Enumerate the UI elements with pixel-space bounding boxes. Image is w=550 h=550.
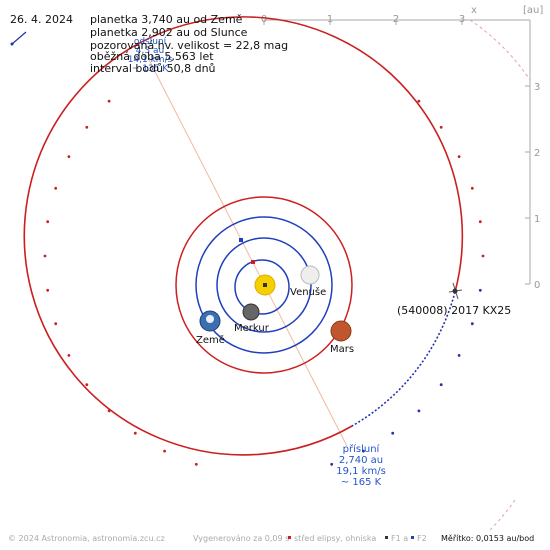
mercury-label: Merkur bbox=[234, 323, 270, 334]
asteroid-position-dot bbox=[470, 322, 474, 326]
header-line-3: pozorovaná hv. velikost = 22,8 mag bbox=[90, 39, 288, 52]
asteroid-orbit-near bbox=[351, 291, 456, 427]
asteroid-orbit-faint bbox=[469, 19, 531, 81]
asteroid-position-dot bbox=[417, 409, 421, 413]
venus-orbit bbox=[216, 237, 312, 333]
x-tick-3: 3 bbox=[459, 14, 465, 25]
asteroid-position-dot bbox=[107, 409, 111, 413]
earth-orbit bbox=[195, 216, 333, 354]
asteroid-position-dot bbox=[133, 431, 137, 435]
aphelion-title: odsluní bbox=[134, 37, 167, 47]
asteroid-position-dot bbox=[417, 99, 421, 103]
asteroid-position-dot bbox=[85, 125, 89, 129]
aphelion-distance: 4,3 au bbox=[136, 46, 164, 56]
mercury-icon bbox=[242, 303, 260, 321]
ellipse-center-marker bbox=[251, 260, 255, 264]
asteroid-position-dot bbox=[85, 383, 89, 387]
asteroid-position-dot bbox=[163, 449, 167, 453]
y-tick-0: 0 bbox=[534, 280, 540, 291]
center-legend-marker bbox=[288, 536, 291, 539]
asteroid-position-dot bbox=[439, 125, 443, 129]
header-line-2: planetka 2,902 au od Slunce bbox=[90, 26, 248, 39]
asteroid-position-dot bbox=[46, 288, 50, 292]
asteroid-position-dot bbox=[457, 155, 461, 159]
perihelion-temp: ~ 165 K bbox=[341, 477, 382, 488]
y-tick-2: 2 bbox=[534, 148, 540, 159]
asteroid-position-dot bbox=[391, 431, 395, 435]
venus-label: Venuše bbox=[290, 286, 326, 298]
asteroid-position-dot bbox=[43, 254, 47, 258]
mars-orbit bbox=[175, 196, 353, 374]
apsidal-line bbox=[147, 57, 348, 447]
axes: 0 1 2 3 x [au] 3 2 1 0 bbox=[261, 5, 544, 291]
aphelion-speed: 14,1 km/s bbox=[128, 55, 173, 65]
asteroid-orbit-far bbox=[23, 16, 464, 456]
asteroid-position-dot bbox=[439, 383, 443, 387]
perihelion-distance: 2,740 au bbox=[339, 455, 383, 466]
asteroid-icon bbox=[448, 282, 463, 300]
date-label: 26. 4. 2024 bbox=[10, 13, 73, 26]
earth-cloud bbox=[206, 315, 214, 323]
earth-label: Země bbox=[196, 334, 225, 346]
x-axis-ticks bbox=[263, 20, 463, 25]
header-line-4: oběžná doba 5,563 let bbox=[90, 50, 214, 63]
sun-focus-marker bbox=[263, 283, 267, 287]
asteroid-position-dot bbox=[107, 99, 111, 103]
asteroid-position-dot bbox=[362, 449, 365, 453]
asteroid-orbit-faint-lower bbox=[489, 499, 516, 531]
f2-legend-marker bbox=[411, 536, 414, 539]
y-tick-3: 3 bbox=[534, 82, 540, 93]
footer-copyright: © 2024 Astronomia, astronomia.zcu.cz bbox=[8, 534, 165, 543]
header-line-1: planetka 3,740 au od Země bbox=[90, 13, 243, 26]
footer-scale: Měřítko: 0,0153 au/bod bbox=[441, 534, 534, 543]
f1-legend-marker bbox=[385, 536, 388, 539]
mars-icon bbox=[330, 320, 352, 342]
x-axis-label: x bbox=[471, 5, 477, 16]
footer-center-label: střed elipsy, ohniska bbox=[294, 534, 376, 543]
y-tick-1: 1 bbox=[534, 214, 540, 225]
x-tick-2: 2 bbox=[393, 14, 399, 25]
footer-generated: Vygenerováno za 0,09 s bbox=[193, 534, 289, 543]
perihelion-title: přísluní bbox=[343, 443, 381, 455]
asteroid-position-dot bbox=[470, 186, 474, 190]
unit-label: [au] bbox=[523, 5, 543, 16]
asteroid-position-dot bbox=[194, 462, 198, 466]
venus-icon bbox=[300, 265, 320, 285]
focus-f2-marker bbox=[239, 238, 243, 242]
asteroid-position-dot bbox=[481, 254, 485, 258]
asteroid-position-dot bbox=[54, 322, 58, 326]
asteroid-position-dot bbox=[478, 288, 482, 292]
header-line-5: interval bodů 50,8 dnů bbox=[90, 62, 216, 75]
asteroid-position-dot bbox=[478, 220, 482, 224]
asteroid-label: (540008) 2017 KX25 bbox=[397, 304, 511, 317]
y-axis-ticks bbox=[525, 85, 530, 285]
x-tick-0: 0 bbox=[261, 14, 267, 25]
perihelion-speed: 19,1 km/s bbox=[336, 466, 386, 477]
asteroid-position-dot bbox=[457, 354, 461, 357]
x-tick-1: 1 bbox=[327, 14, 333, 25]
aphelion-temp: ~ 135 K bbox=[132, 64, 169, 74]
footer-f1: F1 a bbox=[391, 534, 408, 543]
orbit-glyph-icon bbox=[10, 31, 27, 46]
asteroid-position-dot bbox=[54, 186, 58, 190]
asteroid-position-dot bbox=[67, 354, 71, 357]
asteroid-position-dot bbox=[330, 462, 334, 466]
asteroid-position-dot bbox=[46, 220, 50, 224]
footer-f2: F2 bbox=[417, 534, 427, 543]
mars-label: Mars bbox=[330, 344, 354, 355]
mercury-orbit bbox=[234, 259, 290, 315]
asteroid-position-dot bbox=[67, 155, 71, 159]
